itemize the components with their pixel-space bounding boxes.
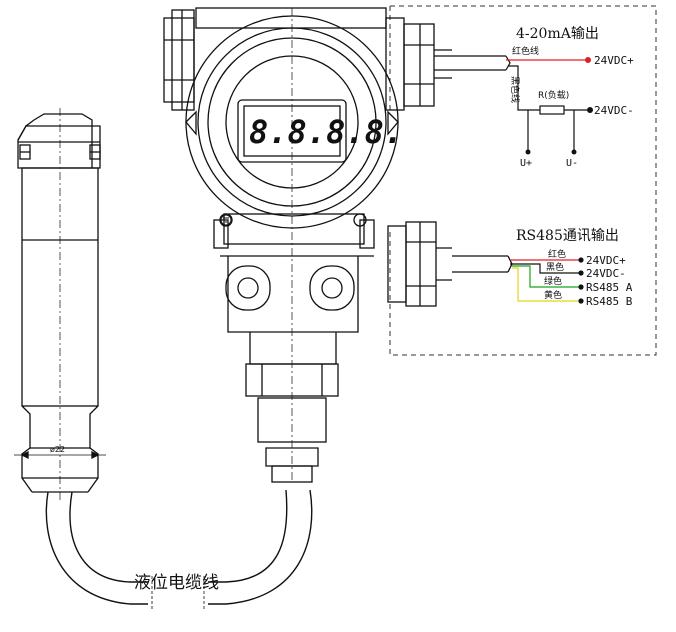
analog-black-wire — [508, 65, 590, 152]
analog-pos-label: 24VDC+ — [594, 54, 634, 67]
lcd-display-digits: 8.8.8.8. — [249, 113, 403, 151]
analog-neg-terminal — [587, 107, 593, 113]
rs485-color-black: 黑色 — [546, 261, 564, 273]
rs485-terminals — [578, 257, 584, 304]
rs485-signal-a: RS485 A — [586, 281, 633, 294]
analog-neg-label: 24VDC- — [594, 104, 634, 117]
level-cable — [45, 489, 313, 610]
cable-label: 液位电缆线 — [134, 573, 219, 593]
probe-diameter-label: ø22 — [50, 445, 65, 454]
rs485-color-red: 红色 — [548, 248, 566, 260]
rs485-wire-black — [510, 263, 580, 274]
rs485-signal-b: RS485 B — [586, 295, 633, 308]
rs485-wire-green — [512, 265, 580, 288]
analog-output-title: 4-20mA输出 — [516, 26, 599, 42]
rs485-cable-gland — [387, 221, 513, 307]
wiring-box-outline — [389, 5, 657, 356]
u-minus-label: U- — [566, 158, 578, 169]
rs485-color-green: 绿色 — [544, 275, 562, 287]
ground-symbol-icon — [220, 214, 232, 226]
level-sensor-probe — [14, 108, 106, 500]
analog-black-wire-label: 黑色线 — [509, 76, 521, 103]
load-resistor-label: R(负载) — [538, 89, 569, 101]
analog-pos-terminal — [585, 57, 591, 63]
rs485-signal-pos: 24VDC+ — [586, 254, 626, 267]
analog-red-wire-label: 红色线 — [512, 45, 539, 57]
rs485-signal-neg: 24VDC- — [586, 267, 626, 280]
rs485-wire-yellow — [512, 267, 580, 302]
analog-cable — [434, 55, 511, 71]
u-plus-label: U+ — [520, 158, 532, 169]
transmitter-housing — [163, 7, 452, 483]
rs485-color-yellow: 黄色 — [544, 289, 562, 301]
rs485-output-title: RS485通讯输出 — [516, 228, 619, 244]
measure-terminal-icons — [525, 149, 577, 155]
